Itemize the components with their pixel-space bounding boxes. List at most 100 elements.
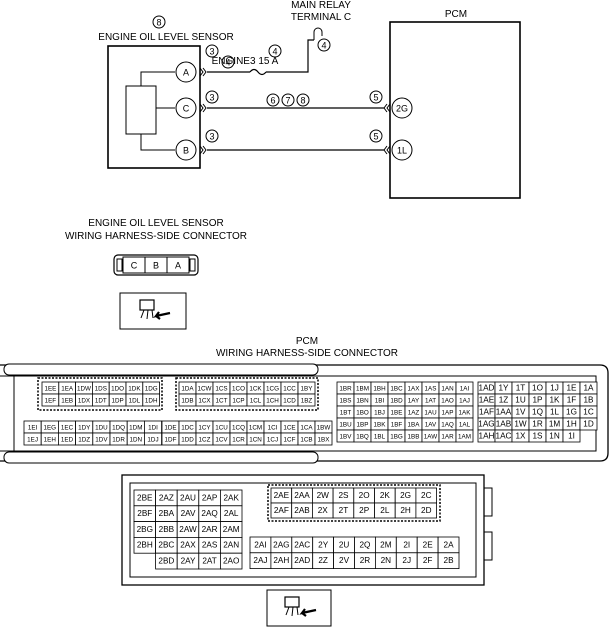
pin-label: 1BB [408, 433, 420, 440]
pin-label: 1DV [95, 436, 108, 443]
pin-label: 2BC [158, 541, 174, 550]
svg-text:8: 8 [300, 96, 305, 106]
pin-label: 2N [381, 556, 392, 565]
pin-label: 1BJ [374, 409, 385, 416]
pin-label: 1BK [374, 421, 387, 428]
pcm-pin-2g [391, 97, 413, 119]
svg-text:3: 3 [209, 47, 214, 57]
pin-label: 2BF [137, 509, 152, 518]
pin-label: 2M [380, 540, 392, 549]
pin-label: 1DF [165, 436, 177, 443]
pin-label: 1CK [249, 385, 262, 392]
pin-label: 1Y [498, 383, 509, 392]
pin-label: 1AZ [408, 409, 420, 416]
pcm-label: PCM [445, 9, 467, 20]
pin-label: 1BT [340, 409, 352, 416]
relay-label-line-2: TERMINAL C [291, 12, 351, 23]
pin-label: 1ED [61, 436, 74, 443]
pcm-pin-1l [391, 139, 413, 161]
pin-label: 2AY [181, 557, 196, 566]
pin-label: 2AZ [159, 493, 174, 502]
pin-label: 2AI [254, 540, 266, 549]
pin-label: 1DX [78, 397, 91, 404]
pin-label: 1CO [232, 385, 245, 392]
pin-label: 1DH [145, 397, 158, 404]
sensor-connector-cell-c: C [131, 261, 138, 271]
pcm-pin-1l-label: 1L [397, 146, 407, 156]
pin-label: 1H [566, 419, 577, 428]
pin-label: 1DC [181, 424, 194, 431]
pin-label: 1CP [232, 397, 244, 404]
pcm-connector-title-1: PCM [296, 336, 318, 347]
pin-label: 1BU [339, 421, 352, 428]
wire-a-numbers: 3 4 4 4 [205, 38, 331, 69]
pin-label: 2BE [137, 493, 153, 502]
pin-label: 1DB [181, 397, 193, 404]
pin-label: 1BI [375, 397, 385, 404]
pin-label: 1AM [458, 433, 471, 440]
pin-label: 1N [549, 431, 560, 440]
pin-label: 1CD [283, 397, 296, 404]
pin-label: 1BO [356, 409, 369, 416]
sensor-connector-cell-b: B [153, 261, 159, 271]
pin-label: 1W [514, 419, 527, 428]
pin-label: 1DY [78, 424, 91, 431]
pin-label: 1CL [250, 397, 262, 404]
pin-label: 1DD [181, 436, 194, 443]
pin-cell [437, 552, 460, 569]
pin-label: 2AV [181, 509, 196, 518]
pin-label: 1AI [460, 385, 470, 392]
pin-label: 1AE [479, 395, 495, 404]
pin-label: 2BB [159, 525, 175, 534]
pin-label: 1BX [318, 436, 331, 443]
pin-label: 1AK [459, 409, 472, 416]
pin-label: 2AF [274, 506, 289, 515]
pin-label: 1Z [499, 395, 509, 404]
pin-label: 1O [532, 383, 543, 392]
pin-label: 1DZ [78, 436, 90, 443]
pin-label: 2BG [137, 525, 153, 534]
pin-label: 1BP [357, 421, 369, 428]
pin-label: 1AA [496, 407, 512, 416]
pin-label: 1CU [215, 424, 228, 431]
pin-label: 1BE [391, 409, 403, 416]
pin-label: 1BC [390, 385, 403, 392]
pin-label: 2Q [359, 540, 370, 549]
pin-label: 2AO [223, 557, 239, 566]
pin-label: 1BH [373, 385, 386, 392]
pin-label: 1CJ [267, 436, 278, 443]
schematic: 8 ENGINE OIL LEVEL SENSOR MAIN RELAY TER… [98, 0, 521, 199]
pin-label: 1DN [129, 436, 142, 443]
pin-label: 2BH [137, 541, 153, 550]
pin-label: 1AX [408, 385, 421, 392]
svg-text:4: 4 [272, 47, 277, 57]
sensor-pin-c [175, 97, 197, 119]
pin-label: 2Z [318, 556, 328, 565]
pin-label: 2P [359, 506, 370, 515]
pin-label: 2L [380, 506, 390, 515]
pin-label: 2E [423, 540, 434, 549]
pin-label: 1B [583, 395, 594, 404]
pin-label: 2I [403, 540, 410, 549]
pin-label: 2F [423, 556, 433, 565]
pin-label: 1CQ [232, 424, 245, 431]
pin-label: 1E [566, 383, 577, 392]
pin-label: 2AP [202, 493, 218, 502]
pin-label: 2AJ [253, 556, 267, 565]
pin-label: 1BF [391, 421, 403, 428]
pin-label: 1AY [408, 397, 420, 404]
pin-label: 1DW [77, 385, 91, 392]
pin-label: 2J [402, 556, 411, 565]
pin-label: 2AC [294, 540, 310, 549]
sensor-number: 8 [156, 18, 161, 28]
pin-label: 1DT [95, 397, 107, 404]
pin-label: 1AS [425, 385, 437, 392]
pin-label: 1EA [61, 385, 74, 392]
pin-label: 1D [583, 419, 594, 428]
